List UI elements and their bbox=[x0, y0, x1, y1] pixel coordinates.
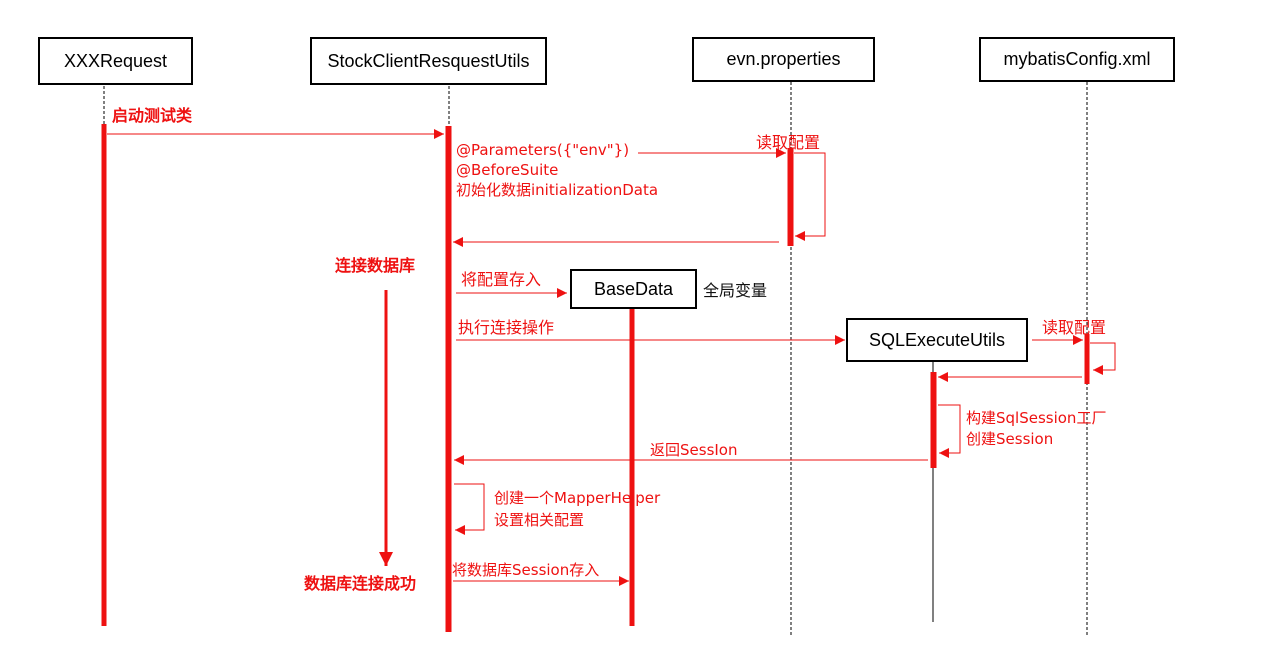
arrow-create-mapper-self bbox=[454, 483, 485, 535]
label-return-session: 返回SessIon bbox=[650, 441, 738, 459]
label-init-data: 初始化数据initializationData bbox=[456, 181, 659, 199]
participant-basedata: BaseData bbox=[570, 269, 697, 309]
label-set-config: 设置相关配置 bbox=[494, 511, 585, 529]
participant-xxxrequest: XXXRequest bbox=[38, 37, 193, 85]
arrow-read-config-env-self bbox=[794, 152, 826, 241]
arrow-build-factory-self bbox=[938, 404, 961, 458]
label-store-session: 将数据库Session存入 bbox=[452, 561, 600, 579]
label-connect-success: 数据库连接成功 bbox=[304, 574, 417, 593]
participant-sqlexecuteutils: SQLExecuteUtils bbox=[846, 318, 1028, 362]
activation-mybatis bbox=[1084, 334, 1090, 384]
activation-basedata bbox=[629, 308, 635, 626]
label-parameters: @Parameters({"env"}) bbox=[456, 141, 630, 159]
activation-env bbox=[787, 148, 794, 246]
label-start-test: 启动测试类 bbox=[112, 106, 193, 125]
label-create-mapper: 创建一个MapperHelper bbox=[494, 489, 661, 507]
label-connect-db: 连接数据库 bbox=[335, 256, 416, 275]
label-read-config-env: 读取配置 bbox=[756, 133, 821, 152]
label-create-session: 创建Session bbox=[966, 430, 1054, 448]
label-read-config-mybatis: 读取配置 bbox=[1042, 318, 1107, 337]
label-before-suite: @BeforeSuite bbox=[456, 161, 559, 179]
arrow-mybatis-self bbox=[1090, 342, 1116, 375]
participant-stockclientresquestutils: StockClientResquestUtils bbox=[310, 37, 547, 85]
activation-sqlexec bbox=[930, 372, 937, 468]
participant-mybatisconfig-xml: mybatisConfig.xml bbox=[979, 37, 1175, 82]
label-build-factory: 构建SqlSession工厂 bbox=[966, 409, 1107, 427]
label-exec-connect: 执行连接操作 bbox=[458, 318, 555, 337]
activation-request bbox=[101, 124, 107, 626]
label-store-config: 将配置存入 bbox=[461, 270, 542, 289]
participant-evn-properties: evn.properties bbox=[692, 37, 875, 82]
activation-utils bbox=[445, 126, 452, 632]
label-global-var: 全局变量 bbox=[703, 281, 768, 300]
